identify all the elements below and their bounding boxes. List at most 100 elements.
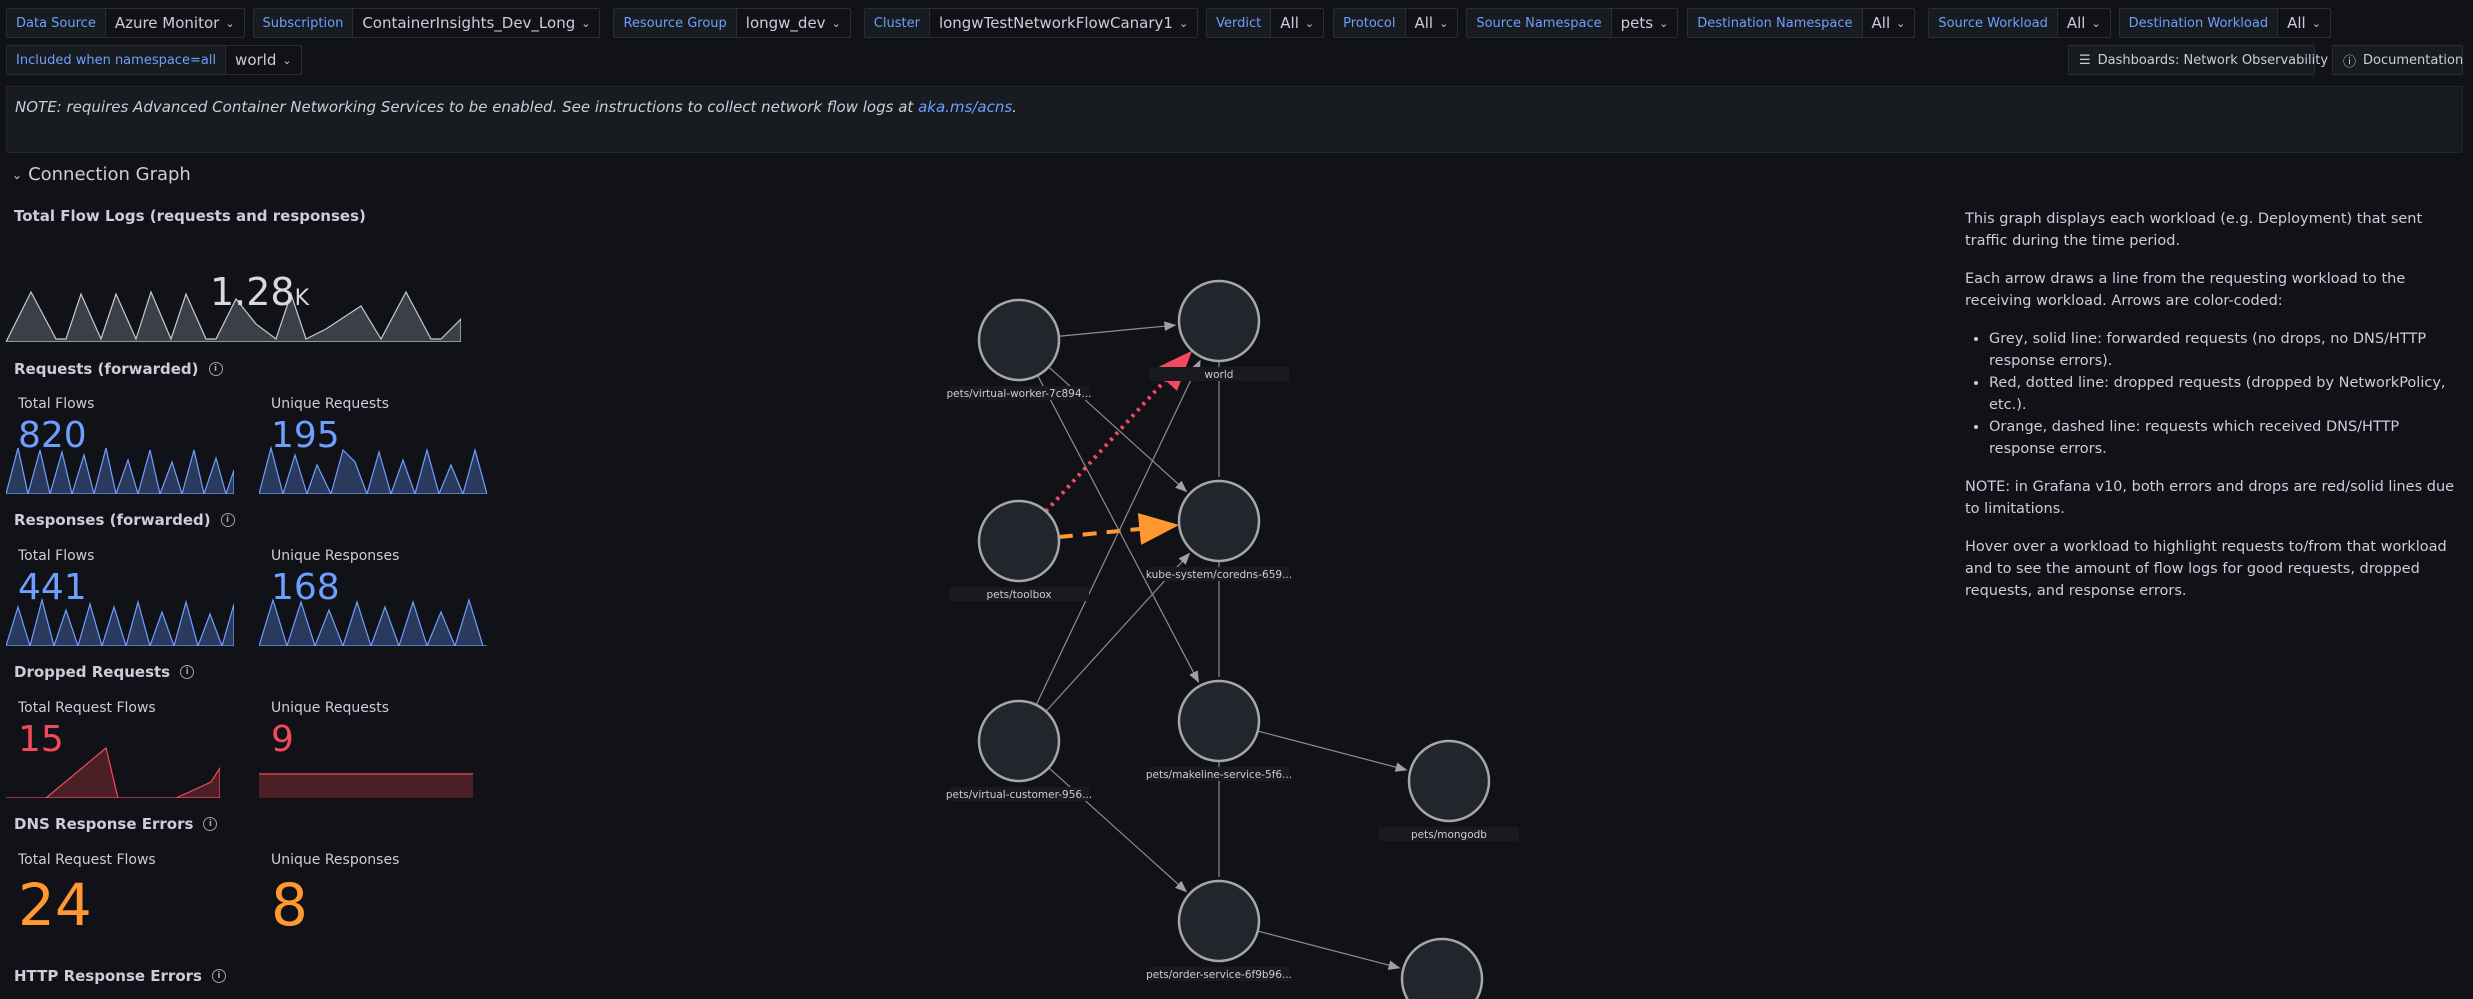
variable-select[interactable]: Azure Monitor⌄: [105, 8, 245, 38]
dropped-unique-sparkline: [259, 773, 473, 798]
variable-select[interactable]: All⌄: [2278, 8, 2331, 38]
variable-select[interactable]: All⌄: [2057, 8, 2111, 38]
chevron-down-icon: ⌄: [1439, 16, 1449, 30]
responses-total-label: Total Flows: [18, 548, 95, 564]
graph-node-label: pets/toolbox: [986, 589, 1051, 601]
documentation-button[interactable]: ⓘ Documentation: [2332, 45, 2463, 75]
note-text: NOTE: requires Advanced Container Networ…: [15, 98, 919, 116]
dns-total-label: Total Request Flows: [18, 852, 156, 868]
graph-node-virtual-customer[interactable]: pets/virtual-customer-956...: [946, 699, 1092, 801]
info-icon[interactable]: i: [220, 513, 235, 527]
graph-node-virtual-worker[interactable]: pets/virtual-worker-7c894...: [946, 298, 1092, 400]
variable-value: longw_dev: [745, 14, 826, 32]
graph-node-circle[interactable]: [977, 298, 1061, 382]
graph-edge: [1257, 930, 1401, 970]
requests-unique-sparkline: [259, 445, 487, 494]
graph-edge: [1058, 513, 1180, 545]
connection-graph: pets/virtual-worker-7c894... world pets/to…: [946, 279, 1519, 999]
graph-node-label-bg: [1379, 827, 1519, 841]
graph-node-circle[interactable]: [1400, 937, 1484, 999]
dns-unique-label: Unique Responses: [271, 852, 400, 868]
graph-node-coredns[interactable]: kube-system/coredns-659...: [1146, 479, 1292, 581]
description-p2: Each arrow draws a line from the request…: [1965, 271, 2406, 309]
graph-node-makeline[interactable]: pets/makeline-service-5f6...: [1146, 679, 1292, 781]
graph-node-circle[interactable]: [977, 499, 1061, 583]
variable-label: Data Source: [6, 8, 106, 38]
note-panel: NOTE: requires Advanced Container Networ…: [6, 86, 2463, 153]
variable-select[interactable]: All⌄: [1405, 8, 1459, 38]
info-icon[interactable]: i: [203, 817, 218, 831]
graph-edge: [1035, 359, 1201, 706]
variable-select[interactable]: All⌄: [1271, 8, 1325, 38]
dns-unique-value: 8: [271, 871, 308, 939]
variable-select[interactable]: ContainerInsights_Dev_Long⌄: [353, 8, 601, 38]
note-link[interactable]: aka.ms/acns: [918, 98, 1013, 116]
graph-node-circle[interactable]: [977, 699, 1061, 783]
info-icon[interactable]: i: [180, 665, 195, 679]
info-icon[interactable]: i: [208, 362, 223, 376]
documentation-label: Documentation: [2363, 52, 2464, 68]
http-title-text: HTTP Response Errors: [14, 967, 202, 985]
info-icon[interactable]: i: [211, 969, 226, 983]
note-suffix: .: [1012, 98, 1017, 116]
variable-select[interactable]: pets⌄: [1611, 8, 1679, 38]
variable-value: longwTestNetworkFlowCanary1: [938, 14, 1173, 32]
row-connection-graph[interactable]: ⌄ Connection Graph: [12, 164, 191, 185]
description-p1: This graph displays each workload (e.g. …: [1965, 211, 2423, 249]
graph-node-world[interactable]: world: [1149, 279, 1289, 381]
graph-node-circle[interactable]: [1177, 479, 1261, 563]
requests-total-value: 820: [18, 415, 87, 456]
total-flow-logs-sparkline: [6, 290, 461, 342]
included-value: world: [235, 51, 277, 69]
graph-node-circle[interactable]: [1177, 879, 1261, 963]
variable-label: Destination Namespace: [1687, 8, 1863, 38]
graph-node-label: pets/makeline-service-5f6...: [1146, 769, 1292, 781]
graph-node-toolbox[interactable]: pets/toolbox: [949, 499, 1089, 601]
dashboards-button[interactable]: ☰ Dashboards: Network Observability: [2068, 45, 2328, 75]
variable-label: Subscription: [252, 8, 354, 38]
chevron-down-icon: ⌄: [12, 167, 23, 182]
graph-node-circle[interactable]: [1177, 279, 1261, 363]
variable-select[interactable]: longwTestNetworkFlowCanary1 ⌄: [929, 8, 1199, 38]
graph-node-mongodb[interactable]: pets/mongodb: [1379, 739, 1519, 841]
graph-node-label-bg: [949, 587, 1089, 601]
responses-title: Responses (forwarded)i: [14, 511, 235, 529]
graph-node-label-bg: [1149, 567, 1289, 581]
description-item: Red, dotted line: dropped requests (drop…: [1989, 372, 2455, 416]
total-value-unit: K: [294, 286, 310, 311]
graph-node-label: pets/virtual-customer-956...: [946, 789, 1092, 801]
graph-node-label-bg: [1149, 967, 1289, 981]
graph-node-label: pets/mongodb: [1411, 829, 1487, 841]
description-item: Grey, solid line: forwarded requests (no…: [1989, 328, 2455, 372]
chevron-down-icon: ⌄: [1178, 16, 1189, 30]
variable-select[interactable]: longw_dev⌄: [736, 8, 851, 38]
dashboards-label: Dashboards: Network Observability: [2097, 52, 2329, 68]
graph-node-circle[interactable]: [1407, 739, 1491, 823]
graph-edge: [1037, 375, 1200, 684]
graph-node-label: kube-system/coredns-659...: [1146, 569, 1292, 581]
chevron-down-icon: ⌄: [2091, 16, 2101, 30]
variable-label: Verdict: [1206, 8, 1272, 38]
row-title: Connection Graph: [28, 164, 191, 185]
included-select[interactable]: world⌄: [226, 45, 302, 75]
chevron-down-icon: ⌄: [581, 16, 591, 30]
graph-node-circle[interactable]: [1177, 679, 1261, 763]
requests-total-sparkline: [6, 447, 234, 494]
variable-label: Resource Group: [613, 8, 737, 38]
responses-unique-value: 168: [271, 567, 340, 608]
graph-node-order[interactable]: pets/order-service-6f9b96...: [1146, 879, 1292, 981]
graph-node-label-bg: [1149, 767, 1289, 781]
graph-node-extra[interactable]: [1400, 937, 1484, 999]
included-label: Included when namespace=all: [6, 45, 227, 75]
description-item: Orange, dashed line: requests which rece…: [1989, 416, 2455, 460]
variable-select[interactable]: All⌄: [1862, 8, 1916, 38]
